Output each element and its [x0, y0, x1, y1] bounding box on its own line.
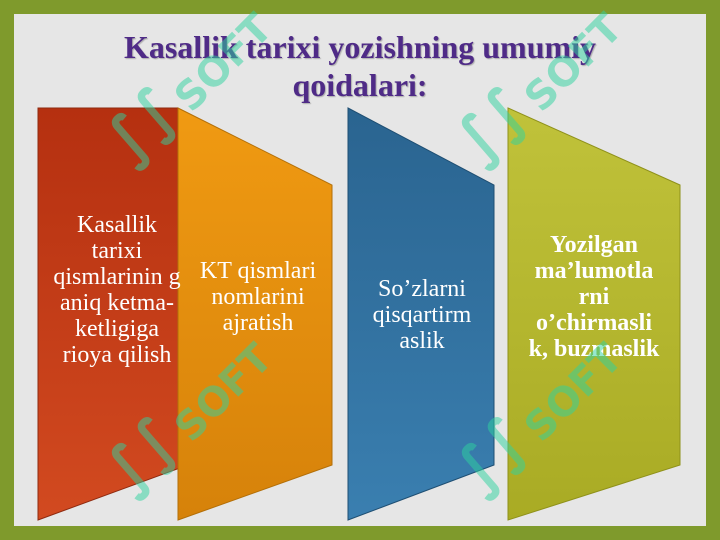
slide-title: Kasallik tarixi yozishning umumiy qoidal…: [123, 29, 597, 103]
step-3-label: So’zlarni qisqartirm aslik: [372, 276, 472, 354]
step-2-label: KT qismlari nomlarini ajratish: [199, 258, 317, 336]
step-4-label: Yozilgan ma’lumotla rni o’chirmasli k, b…: [528, 232, 660, 362]
chevron-shape-3: [347, 107, 495, 521]
step-1-label: Kasallik tarixi qismlarinin g aniq ketma…: [53, 212, 181, 368]
chevron-shape-2: [177, 107, 333, 521]
chevron-shape-4: [507, 107, 681, 521]
